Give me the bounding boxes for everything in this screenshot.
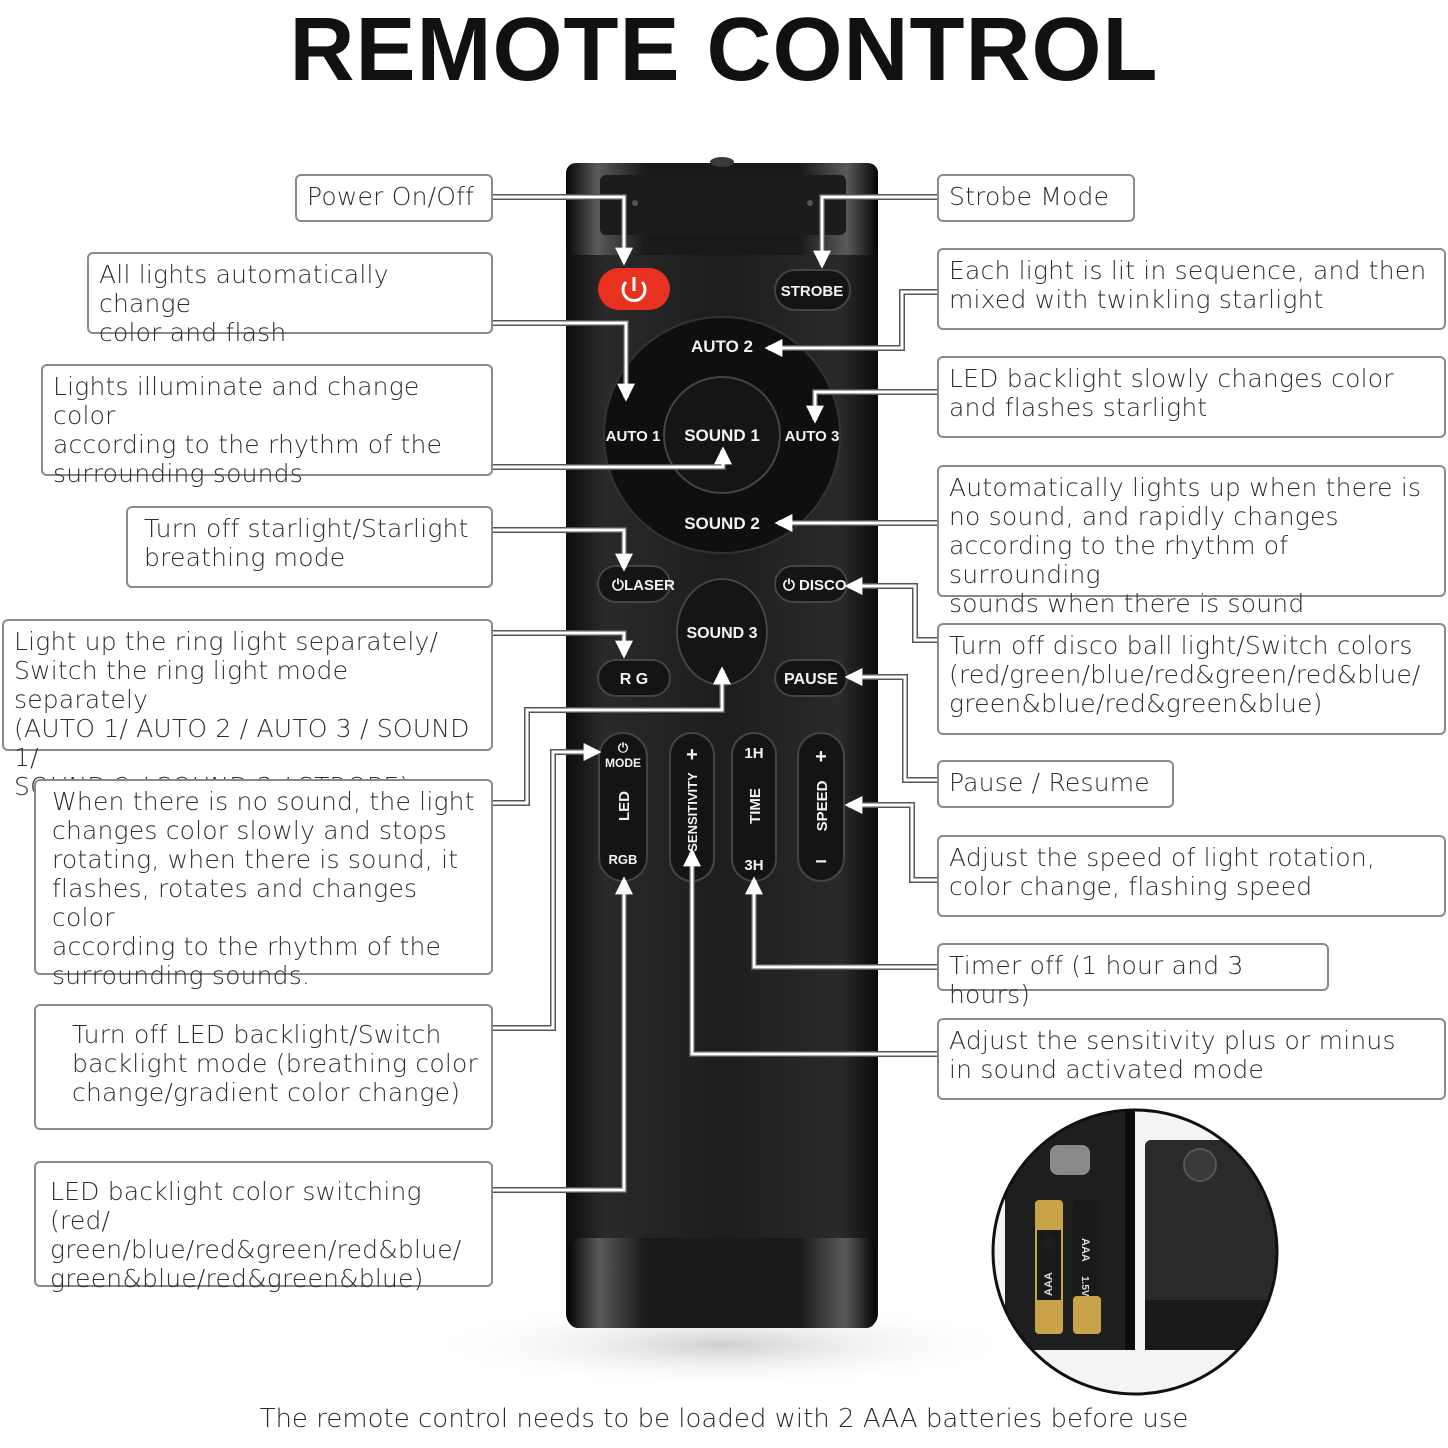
ring-dial: AUTO 2 AUTO 1 AUTO 3 SOUND 1 SOUND 2: [603, 316, 841, 554]
line-auto2: [764, 290, 938, 357]
mode-label: MODE: [605, 756, 641, 770]
line-mode: [492, 743, 602, 1030]
rg-button: R G: [597, 659, 671, 697]
callout-disco: Turn off disco ball light/Switch colors …: [937, 623, 1446, 735]
line-rgb: [492, 876, 633, 1192]
time-3h: 3H: [744, 857, 763, 874]
line-disco: [844, 577, 938, 642]
line-auto1: [492, 321, 635, 402]
rgb-label: RGB: [609, 852, 638, 867]
callout-pause: Pause / Resume: [937, 760, 1174, 808]
callout-auto3: LED backlight slowly changes color and f…: [937, 356, 1446, 438]
speed-plus: +: [815, 746, 827, 768]
strobe-label: STROBE: [781, 283, 844, 300]
line-speed: [844, 796, 938, 882]
line-pause: [844, 668, 938, 782]
sound3-button: SOUND 3: [676, 578, 768, 686]
pause-label: PAUSE: [784, 671, 838, 688]
callout-rgb: LED backlight color switching (red/ gree…: [34, 1161, 493, 1293]
callout-auto2: Each light is lit in sequence, and then …: [937, 248, 1446, 330]
callout-power: Power On/Off: [295, 174, 493, 222]
callout-sensitivity: Adjust the sensitivity plus or minus in …: [937, 1018, 1446, 1100]
callout-mode: Turn off LED backlight/Switch backlight …: [34, 1004, 493, 1130]
callout-sound1: Lights illuminate and change color accor…: [41, 364, 493, 488]
line-sound3: [492, 666, 731, 805]
line-power: [492, 195, 633, 266]
sensitivity-plus: +: [686, 744, 698, 766]
line-laser: [492, 528, 633, 572]
power-button: [598, 268, 670, 310]
svg-text:⏻: ⏻: [618, 740, 629, 755]
sensitivity-label: SENSITIVITY: [685, 772, 700, 852]
auto2-label: AUTO 2: [691, 337, 753, 356]
sound1-label: SOUND 1: [684, 426, 760, 445]
speed-rocker: + SPEED −: [797, 732, 845, 882]
page-title: REMOTE CONTROL: [289, 0, 1159, 100]
rg-label: R G: [620, 671, 648, 688]
callout-speed: Adjust the speed of light rotation, colo…: [937, 835, 1446, 917]
battery-2-volt: 1.5V: [1079, 1276, 1090, 1297]
speed-label: SPEED: [814, 780, 831, 831]
laser-button: ⏻ LASER: [597, 565, 675, 603]
callout-timer: Timer off (1 hour and 3 hours): [937, 943, 1329, 1009]
time-1h: 1H: [744, 745, 763, 762]
sound2-label: SOUND 2: [684, 514, 760, 533]
battery-1: AAA 1.5V: [1035, 1200, 1063, 1334]
laser-label: LASER: [624, 577, 675, 594]
led-rocker: ⏻ MODE LED RGB: [598, 732, 648, 882]
battery-compartment-lens: AAA 1.5V AAA 1.5V: [991, 1108, 1279, 1396]
pause-button: PAUSE: [774, 659, 848, 697]
line-strobe: [813, 195, 938, 269]
callout-sound3: When there is no sound, the light change…: [34, 779, 493, 990]
line-auto3: [806, 390, 938, 424]
power-icon: [621, 280, 647, 302]
battery-1-volt: 1.5V: [1044, 1234, 1055, 1255]
callout-rg: Light up the ring light separately/ Swit…: [2, 619, 493, 801]
callout-auto1: All lights automatically change color an…: [87, 252, 493, 347]
line-timer: [745, 876, 938, 969]
auto3-label: AUTO 3: [785, 428, 840, 445]
time-rocker: 1H TIME 3H: [731, 732, 777, 882]
svg-text:⏻: ⏻: [612, 577, 624, 594]
battery-2-aaa: AAA: [1079, 1238, 1091, 1262]
callout-sound2: Automatically lights up when there is no…: [937, 465, 1446, 618]
line-sensitivity: [683, 848, 938, 1056]
time-label: TIME: [747, 788, 764, 824]
line-rg: [492, 631, 633, 659]
disco-label: DISCO: [799, 577, 847, 594]
auto1-label: AUTO 1: [606, 428, 661, 445]
connector-lines: [492, 194, 938, 1193]
led-label: LED: [616, 791, 633, 821]
line-sound1: [492, 446, 732, 469]
strobe-button: STROBE: [774, 269, 851, 311]
battery-note: The remote control needs to be loaded wi…: [259, 1404, 1189, 1434]
battery-1-aaa: AAA: [1043, 1272, 1055, 1296]
disco-button: ⏻ DISCO: [774, 565, 848, 603]
battery-2: AAA 1.5V: [1073, 1200, 1101, 1334]
sound3-label: SOUND 3: [686, 625, 757, 642]
svg-text:⏻: ⏻: [783, 577, 795, 594]
speed-minus: −: [815, 851, 827, 873]
callout-laser: Turn off starlight/Starlight breathing m…: [126, 506, 493, 588]
callout-strobe: Strobe Mode: [937, 174, 1135, 222]
